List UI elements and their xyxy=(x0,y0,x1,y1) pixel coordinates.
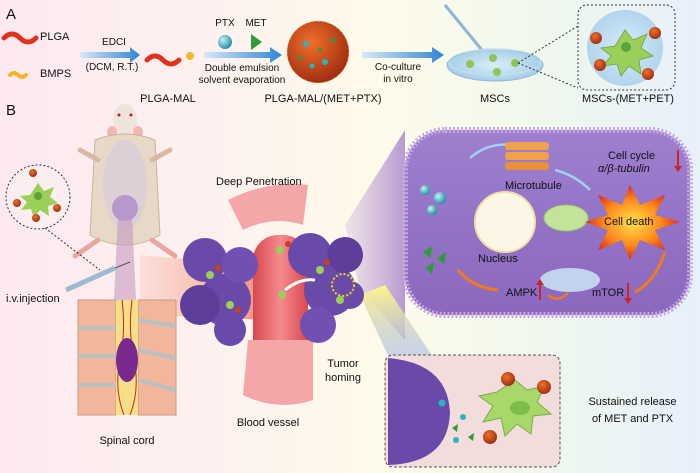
ptx-drug-icon xyxy=(218,35,232,49)
tumor-cell-illustration xyxy=(402,127,693,318)
spinal-cord-label: Spinal cord xyxy=(99,435,155,447)
microtubule-icon xyxy=(505,142,549,170)
syringe-icon xyxy=(64,261,131,293)
nanoparticle-icon xyxy=(286,20,350,84)
tumor-mass-left xyxy=(180,238,258,346)
legend-bmps: BMPS xyxy=(40,68,72,80)
emulsion-method-line2: solvent evaporation xyxy=(198,75,286,86)
ptx-label: PTX xyxy=(215,18,235,29)
blood-vessel-label: Blood vessel xyxy=(236,417,300,429)
nanoparticle-label: PLGA-MAL/(MET+PTX) xyxy=(264,93,382,105)
mscs-label: MSCs xyxy=(480,93,510,105)
sustained-release-zoom xyxy=(384,354,561,468)
coculture-line1: Co-culture xyxy=(374,62,422,73)
step1-reagent: EDCI xyxy=(102,37,126,48)
arrow-coculture xyxy=(362,47,444,63)
met-label: MET xyxy=(245,18,267,29)
met-drug-icon xyxy=(251,34,262,50)
tumor-mass-right xyxy=(288,233,364,343)
plga-mal-label: PLGA-MAL xyxy=(140,93,196,105)
tumor-homing-line2: homing xyxy=(324,372,362,384)
injected-msc-zoom xyxy=(5,164,71,230)
tumor-homing-line1: Tumor xyxy=(327,358,359,370)
homing-target-marker xyxy=(331,273,355,297)
tubulin-label: α/β-tubulin xyxy=(598,163,650,175)
injection-label: i.v.injection xyxy=(6,293,60,305)
spinal-cord-illustration xyxy=(77,299,177,416)
rat-icon xyxy=(72,104,178,300)
step1-conditions: (DCM, R.T.) xyxy=(85,62,139,73)
release-line1: Sustained release xyxy=(588,396,677,408)
ampk-label: AMPK xyxy=(506,287,538,299)
legend-plga: PLGA xyxy=(40,31,70,43)
coculture-line2: in vitro xyxy=(383,74,413,85)
deep-penetration-label: Deep Penetration xyxy=(216,176,302,188)
msc-cells-in-tumor xyxy=(206,241,344,313)
petri-dish-icon xyxy=(443,4,544,82)
met-molecules-icon xyxy=(423,246,433,258)
mitochondrion-icon xyxy=(543,204,589,232)
panel-a-label: A xyxy=(6,6,17,23)
cell-cycle-label: Cell cycle xyxy=(608,150,656,162)
ptx-molecules-icon xyxy=(420,185,430,195)
release-line2: of MET and PTX xyxy=(591,413,674,425)
cell-death-label: Cell death xyxy=(604,216,654,228)
bmps-strand-icon xyxy=(8,71,28,79)
mtor-label: mTOR xyxy=(592,287,625,299)
nucleus-icon xyxy=(474,191,536,253)
arrow-edci xyxy=(80,47,140,63)
emulsion-method-line1: Double emulsion xyxy=(204,63,280,74)
penetration-arrow xyxy=(284,278,316,292)
plga-mal-strand-icon xyxy=(144,53,182,67)
cell-death-burst-icon xyxy=(585,185,680,260)
loaded-mscs-label: MSCs-(MET+PET) xyxy=(582,93,674,105)
arrow-emulsion xyxy=(204,47,282,63)
plga-strand-icon xyxy=(1,31,39,45)
blood-vessel-illustration xyxy=(228,184,313,405)
golgi-icon xyxy=(540,268,600,292)
panel-b-label: B xyxy=(6,102,17,119)
msc-loaded-zoom xyxy=(577,4,676,91)
microtubule-label: Microtubule xyxy=(505,180,562,192)
nucleus-label: Nucleus xyxy=(478,253,518,265)
